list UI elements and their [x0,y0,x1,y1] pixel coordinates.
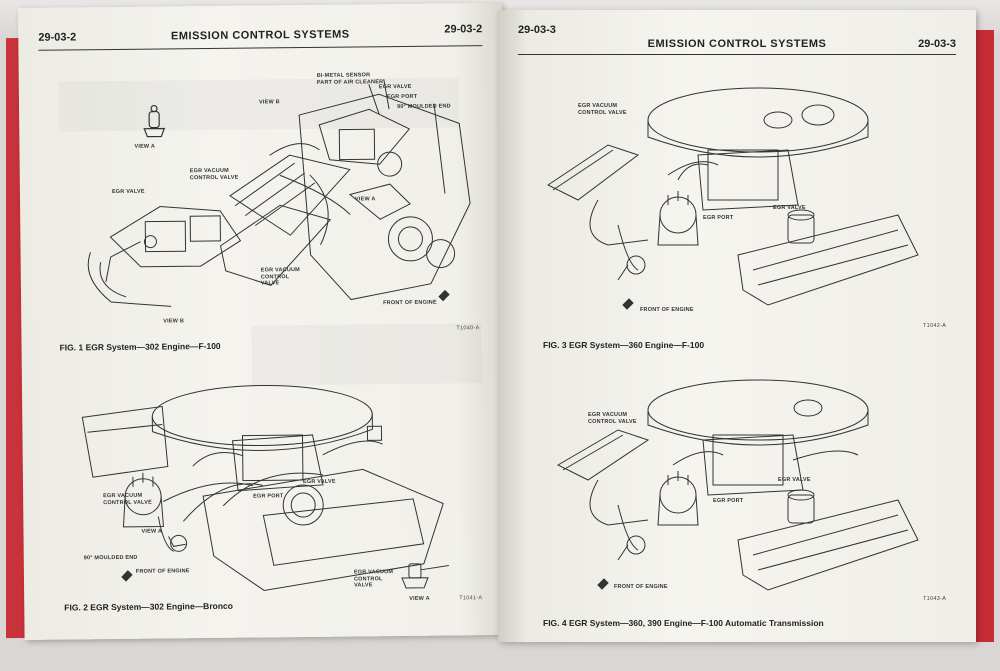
label-view-a: VIEW A [409,595,430,602]
valve-cover-left [556,429,650,481]
section-title: EMISSION CONTROL SYSTEMS [647,38,827,50]
label-egr-valve: EGR VALVE [778,477,811,483]
figure-reference: T1040-A [456,325,480,332]
label-egr-vacuum-control-valve: EGR VACUUM CONTROL VALVE [189,167,239,181]
carburetor-left [87,206,242,307]
label-egr-port: EGR PORT [253,493,284,500]
valve-cover-right [737,209,919,306]
air-cleaner [647,379,869,446]
figure-2-illustration: EGR VACUUM CONTROL VALVE EGR PORT EGR VA… [62,373,494,617]
carburetor [667,149,799,211]
label-egr-vacuum-control-valve: EGR VACUUM CONTROL VALVE [103,492,152,506]
figure-4-illustration: EGR VACUUM CONTROL VALVE EGR VALVE EGR P… [538,370,958,610]
intake-duct [81,405,169,478]
left-page: 29-03-2 EMISSION CONTROL SYSTEMS 29-03-2 [18,2,509,640]
figure-reference: T1043-A [923,596,947,602]
label-view-a: VIEW A [354,196,376,203]
air-cleaner [647,87,869,158]
figure-1-caption: FIG. 1 EGR System—302 Engine—F-100 [59,340,221,353]
section-title: EMISSION CONTROL SYSTEMS [170,28,350,43]
label-view-b: VIEW B [258,99,280,106]
figure-reference: T1042-A [923,323,947,329]
figure-2-caption: FIG. 2 EGR System—302 Engine—Bronco [64,600,233,613]
right-page: 29-03-3 EMISSION CONTROL SYSTEMS 29-03-3 [498,10,976,642]
vacuum-lines [157,482,254,552]
label-egr-vacuum-control-valve: EGR VACUUM CONTROL VALVE [260,267,300,287]
carburetor [672,434,859,496]
figure-3-illustration: EGR VACUUM CONTROL VALVE EGR VALVE EGR P… [538,65,958,330]
page-number: 29-03-3 [518,24,556,36]
label-egr-vacuum-control-valve: EGR VACUUM CONTROL VALVE [588,412,637,425]
valve-cover-left [547,144,640,201]
label-front-of-engine: FRONT OF ENGINE [383,299,437,307]
page-number: 29-03-3 [918,38,956,50]
label-view-a: VIEW A [134,143,156,150]
valve-cover-right [737,489,919,591]
label-front-of-engine: FRONT OF ENGINE [614,584,668,590]
figure-3-caption: FIG. 3 EGR System—360 Engine—F-100 [543,340,705,350]
vacuum-lines [589,479,649,561]
right-page-header: 29-03-3 EMISSION CONTROL SYSTEMS 29-03-3 [518,24,956,55]
figure-1-illustration: VIEW A VIEW B BI-METAL SENSOR PART OF AI… [49,53,492,348]
left-page-header: 29-03-2 EMISSION CONTROL SYSTEMS 29-03-2 [38,23,483,51]
vacuum-lines [589,163,709,281]
label-egr-valve: EGR VALVE [378,83,412,91]
figure-reference: T1041-A [459,595,483,602]
distributor [657,191,699,246]
air-cleaner [151,384,373,451]
label-front-of-engine: FRONT OF ENGINE [135,568,190,575]
label-view-a: VIEW A [141,528,163,535]
label-egr-valve: EGR VALVE [773,205,806,211]
label-egr-vacuum-control-valve: EGR VACUUM CONTROL VALVE [353,569,394,589]
distributor [122,472,164,528]
label-egr-valve: EGR VALVE [111,188,145,196]
label-moulded-end: 90° MOULDED END [83,554,138,562]
carburetor [192,425,383,492]
label-egr-vacuum-control-valve: EGR VACUUM CONTROL VALVE [578,103,627,116]
label-egr-port: EGR PORT [386,93,418,101]
label-egr-valve: EGR VALVE [302,478,336,486]
figure-4-caption: FIG. 4 EGR System—360, 390 Engine—F-100 … [543,618,824,628]
distributor [657,471,699,526]
label-egr-port: EGR PORT [713,498,744,504]
label-view-b: VIEW B [163,318,185,325]
label-bimetal-sensor: BI-METAL SENSOR PART OF AIR CLEANER [316,72,384,86]
view-a-valve [401,563,449,589]
page-number: 29-03-2 [444,23,483,36]
label-moulded-end: 90° MOULDED END [397,103,451,111]
label-front-of-engine: FRONT OF ENGINE [640,307,694,313]
label-egr-port: EGR PORT [703,215,734,221]
engine-block [269,79,471,301]
valve-covers [183,468,444,591]
view-a-detail [143,104,166,138]
